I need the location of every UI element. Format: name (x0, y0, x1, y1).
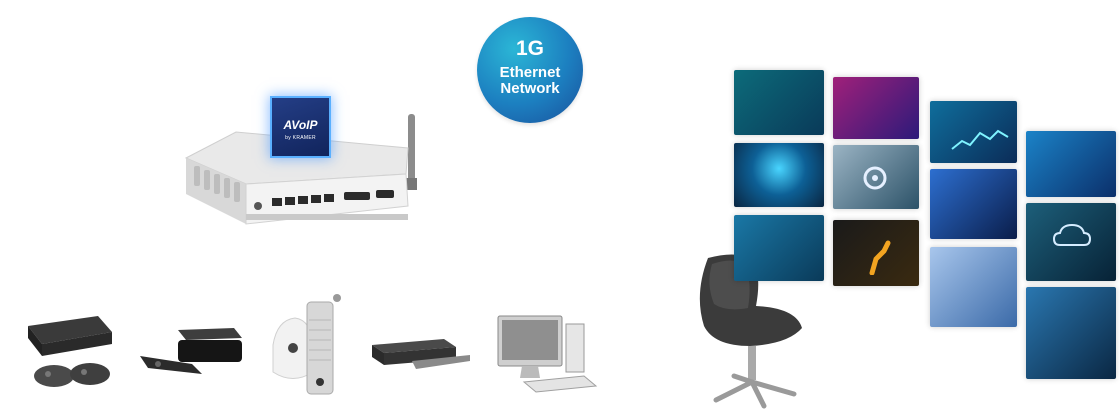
robot-arm-icon (869, 240, 891, 275)
ethernet-badge: 1G Ethernet Network (477, 17, 583, 123)
badge-ethernet: Ethernet (499, 64, 561, 81)
lounge-chair-image (699, 254, 802, 409)
game-console-image (28, 316, 112, 387)
video-wall (730, 65, 1120, 420)
media-streamer-image (140, 328, 242, 374)
video-panel (734, 215, 824, 281)
avoip-logo-text: AVoIP (283, 118, 318, 132)
disc-player-image (372, 339, 470, 369)
badge-label: Ethernet Network (477, 65, 583, 97)
chart-line-icon (951, 129, 1009, 150)
avoip-logo: AVoIP by KRAMER (272, 98, 329, 156)
video-panel (734, 70, 824, 135)
video-panel (1026, 287, 1116, 379)
badge-speed: 1G (515, 37, 544, 60)
gear-icon (863, 166, 887, 190)
video-panel (833, 77, 919, 139)
avoip-logo-sub: by KRAMER (285, 135, 316, 141)
video-panel (833, 220, 919, 286)
camera-image (272, 294, 341, 395)
badge-network: Network (500, 80, 560, 97)
video-panel (930, 101, 1017, 163)
router-image (184, 114, 417, 225)
video-panel (930, 169, 1017, 239)
video-panel (930, 247, 1017, 327)
video-panel (1026, 131, 1116, 197)
video-panel (1026, 203, 1116, 281)
video-panel (734, 143, 824, 207)
desktop-pc-image (497, 315, 598, 393)
cloud-icon (1052, 223, 1092, 246)
